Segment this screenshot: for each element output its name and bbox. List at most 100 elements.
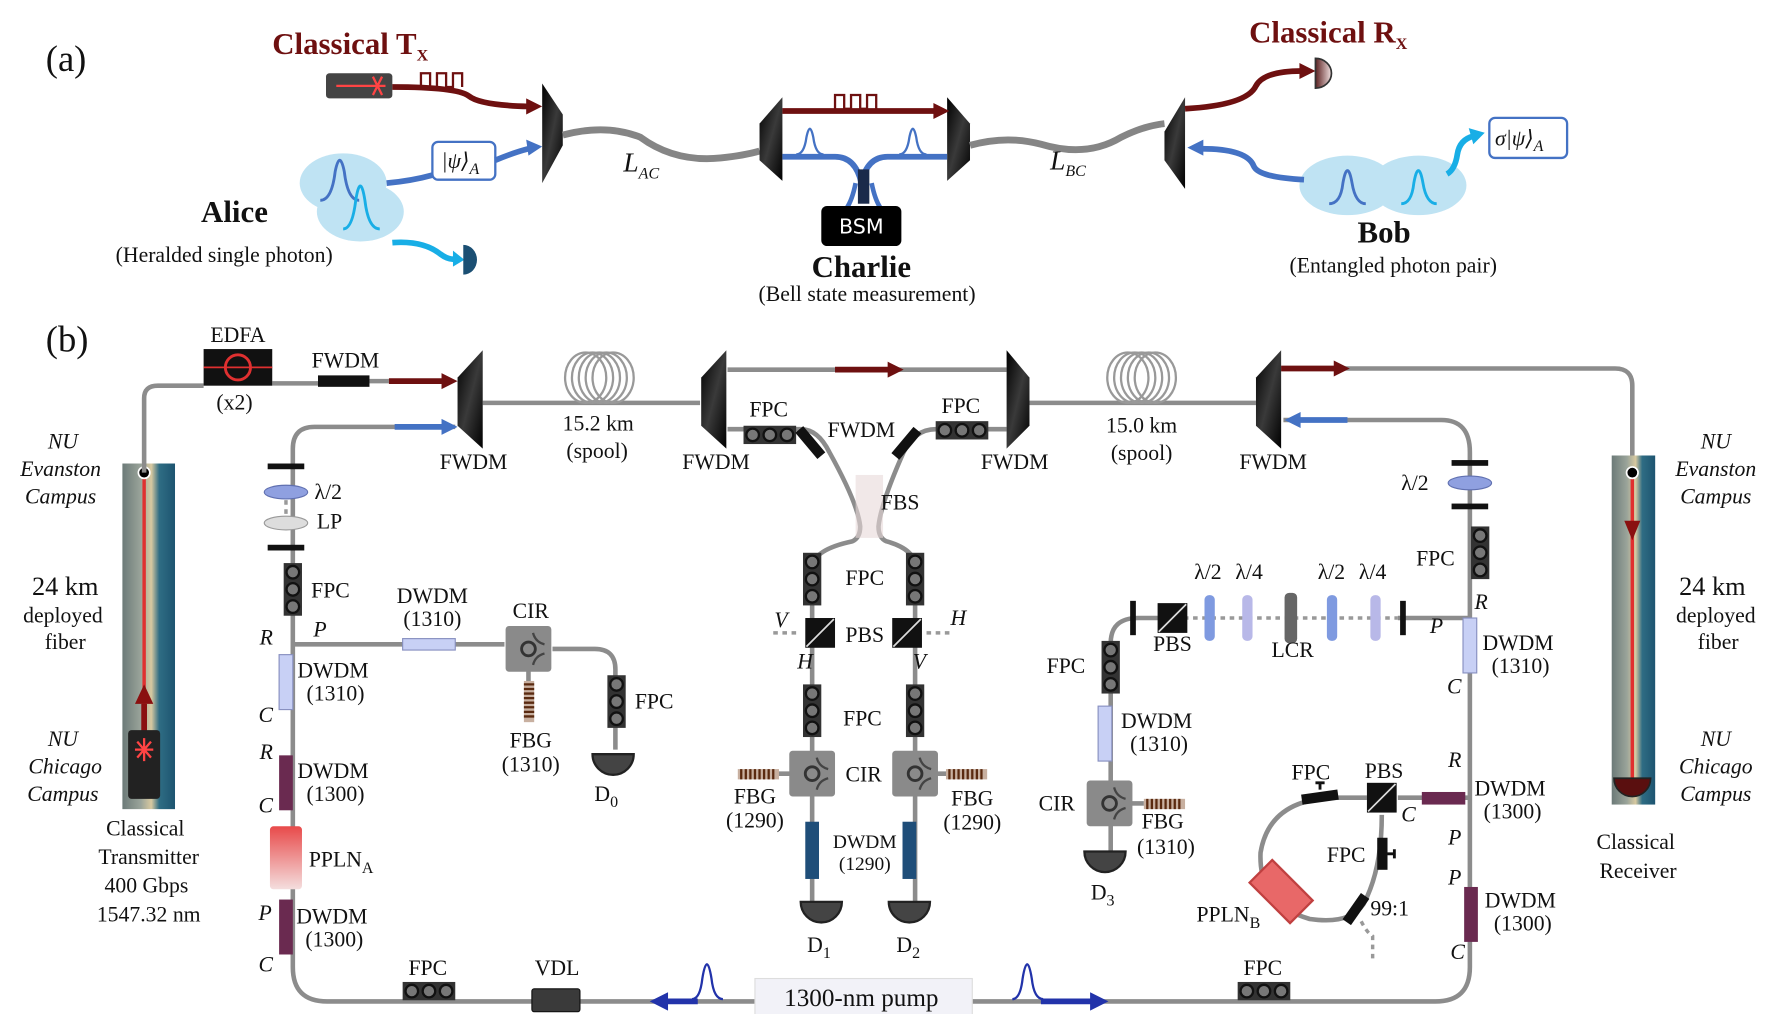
- ppln-a-crystal: [269, 826, 302, 890]
- fpc-charlie-v[interactable]: [904, 551, 926, 607]
- fpc-charlie-left[interactable]: [742, 424, 798, 446]
- vdl-label: VDL: [535, 956, 580, 980]
- cir-label: CIR: [513, 599, 550, 623]
- arrow-up-icon: [134, 684, 154, 704]
- panel-a-label: (a): [46, 38, 87, 79]
- dwdm-wavelength: (1300): [1494, 911, 1552, 935]
- variable-delay-line: [531, 988, 581, 1013]
- tap-coupler: [1342, 892, 1370, 926]
- right-distance-label: 24 km deployed fiber: [1676, 572, 1756, 654]
- fpc-charlie-h[interactable]: [801, 551, 823, 607]
- transmitter-icon: [128, 730, 161, 799]
- dwdm-label: DWDM: [397, 584, 468, 608]
- fpc-pump-right[interactable]: [1236, 980, 1292, 1002]
- arrow-left-icon: [649, 992, 669, 1011]
- fpc-label: FPC: [311, 578, 350, 602]
- fpc-paddle-sagnac[interactable]: [1301, 789, 1339, 805]
- bob-photon-fiber: [1201, 145, 1305, 183]
- svg-text:Evanston: Evanston: [19, 457, 101, 481]
- svg-text:Transmitter: Transmitter: [98, 845, 199, 869]
- svg-text:NU: NU: [47, 727, 79, 751]
- charlie-name: Charlie: [812, 249, 911, 284]
- dwdm-1310-alice: [278, 654, 294, 711]
- herald-detector-icon: [463, 244, 477, 275]
- dwdm-1310-herald: [402, 638, 456, 651]
- bob-state-box: [1488, 116, 1569, 160]
- bob-name: Bob: [1357, 215, 1410, 250]
- dwdm-wavelength: (1290): [839, 854, 891, 875]
- fpc-charlie-h2[interactable]: [801, 683, 823, 739]
- dwdm-wavelength: (1310): [307, 681, 365, 705]
- fiber-mount: [1400, 600, 1406, 636]
- classical-rx-fiber: [1184, 68, 1302, 112]
- fiber-mount: [267, 544, 305, 551]
- fpc-charlie-right[interactable]: [934, 420, 990, 441]
- bsm-label: BSM: [839, 214, 884, 238]
- alice-state: |ψ⟩A: [442, 149, 480, 178]
- classical-tx-label: Classical TX: [272, 26, 428, 65]
- ppln-b-crystal: [1247, 858, 1315, 925]
- pump-source-box: [754, 977, 973, 1014]
- dwdm-label: DWDM: [297, 759, 368, 783]
- port-h: H: [796, 649, 814, 673]
- dwdm-1290-left: [805, 821, 820, 879]
- dwdm-wavelength: (1310): [403, 607, 461, 631]
- right-chicago-label: NU Chicago Campus: [1679, 727, 1753, 806]
- arrow-head-icon: [933, 103, 950, 120]
- lac-label: LAC: [622, 148, 659, 183]
- left-chicago-label: NU Chicago Campus: [27, 727, 102, 806]
- bob-state: σ|ψ⟩A: [1495, 126, 1544, 155]
- alice-photon-source-icon: [299, 153, 404, 242]
- cir-label: CIR: [1039, 791, 1076, 815]
- port-p: P: [1447, 826, 1461, 850]
- fpc-bob[interactable]: [1469, 525, 1491, 581]
- arrow-head-icon: [1187, 139, 1204, 156]
- fbg-wavelength: (1310): [1137, 835, 1195, 859]
- fpc-herald[interactable]: [606, 674, 627, 730]
- charlie-description: (Bell state measurement): [759, 282, 976, 306]
- fiber-lac: [561, 126, 761, 163]
- arrow-right-icon: [441, 373, 458, 390]
- circulator-charlie-right: [890, 749, 940, 798]
- fiber-spool-left-icon: [563, 351, 635, 404]
- fpc-label: FPC: [942, 394, 981, 418]
- fpc-pump-left[interactable]: [401, 980, 457, 1002]
- fbg-label: FBG: [510, 728, 552, 752]
- svg-text:Chicago: Chicago: [1679, 755, 1753, 779]
- panel-b-label: (b): [46, 318, 89, 359]
- fwdm-filter: [891, 426, 922, 460]
- fiber-spool-right-icon: [1106, 351, 1178, 404]
- fpc-paddle-sagnac-2[interactable]: [1377, 837, 1388, 870]
- liquid-crystal-retarder: [1284, 592, 1298, 644]
- pump-label: 1300-nm pump: [784, 985, 938, 1012]
- svg-text:Campus: Campus: [1680, 485, 1751, 509]
- half-wave-plate: [263, 484, 309, 500]
- detector-d0-icon: [591, 753, 635, 776]
- fpc-label: FPC: [749, 398, 788, 422]
- fpc-charlie-v2[interactable]: [904, 683, 926, 739]
- herald-fiber: [392, 239, 459, 263]
- classical-transmitter-caption: Classical Transmitter 400 Gbps 1547.32 n…: [97, 816, 201, 926]
- arrow-right-icon: [1333, 360, 1350, 377]
- fbg-label: FBG: [734, 784, 776, 808]
- dwdm-1300-alice: [279, 755, 293, 811]
- dwdm-1310-bob: [1462, 617, 1478, 674]
- fbg-wavelength: (1310): [502, 752, 560, 776]
- quarter-wave-label: λ/4: [1359, 560, 1387, 584]
- dwdm-label: DWDM: [1121, 709, 1192, 733]
- spool-right-length: 15.0 km: [1106, 414, 1177, 438]
- left-distance-label: 24 km deployed fiber: [23, 572, 103, 654]
- bob-fwdm-mirror: [1164, 97, 1186, 189]
- port-p: P: [1447, 866, 1461, 890]
- fpc-bob-analyzer[interactable]: [1100, 639, 1121, 695]
- fpc-alice[interactable]: [282, 561, 304, 617]
- svg-text:deployed: deployed: [1676, 604, 1756, 628]
- fpc-label: FPC: [1416, 546, 1455, 570]
- arrow-head-icon: [526, 139, 543, 156]
- fbg-1310-alice: [522, 679, 536, 724]
- pbs-label: PBS: [1153, 632, 1192, 656]
- fbs-label: FBS: [881, 490, 920, 514]
- edfa-count: (x2): [216, 391, 252, 415]
- dwdm-label: DWDM: [297, 659, 368, 683]
